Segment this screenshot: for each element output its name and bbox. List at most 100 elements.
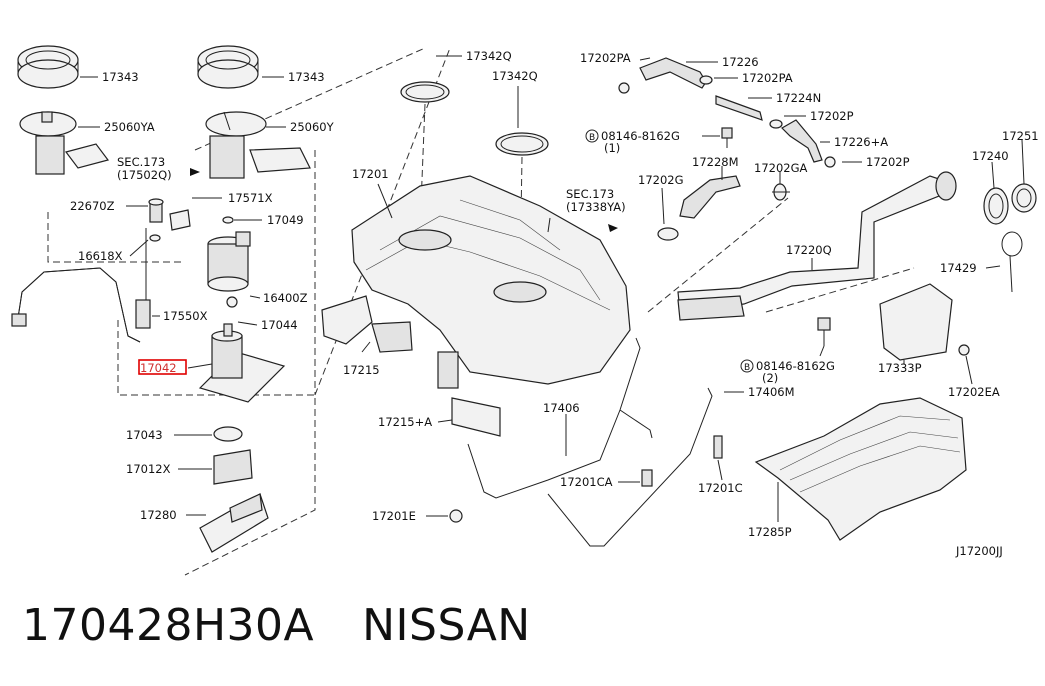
filler-cap-17251 xyxy=(1011,183,1037,213)
hose-17228m xyxy=(679,175,741,219)
label-17342q-b: 17342Q xyxy=(492,69,538,83)
lock-ring-17343-right xyxy=(197,45,259,89)
label-17202pa: 17202PA xyxy=(580,51,631,65)
label-17049: 17049 xyxy=(267,213,304,227)
label-sec173-a-ref: (17502Q) xyxy=(117,168,172,182)
label-17201c: 17201C xyxy=(698,481,743,495)
tube-17224n xyxy=(715,95,763,121)
clip-17202ea xyxy=(958,344,970,356)
clamp-17202pa xyxy=(699,75,713,85)
protector-17215 xyxy=(321,295,413,353)
label-17220q: 17220Q xyxy=(786,243,832,257)
label-sec173-b-ref: (17338YA) xyxy=(566,200,626,214)
label-17202ga: 17202GA xyxy=(754,161,807,175)
bolt-17201ca xyxy=(641,469,653,487)
part-caption: 170428H30A NISSAN xyxy=(22,600,531,651)
label-17224n: 17224N xyxy=(776,91,821,105)
bolt-08146-b xyxy=(817,317,831,346)
label-17226: 17226 xyxy=(722,55,759,69)
label-17202p-2: 17202P xyxy=(866,155,910,169)
label-17012x: 17012X xyxy=(126,462,171,476)
label-17228m: 17228M xyxy=(692,155,739,169)
fuel-tank-17201 xyxy=(351,175,631,385)
bolt-symbol-icon xyxy=(740,359,754,373)
arrow-icon xyxy=(608,224,618,232)
label-17240: 17240 xyxy=(972,149,1009,163)
label-08146-b: 08146-8162G xyxy=(756,359,835,373)
label-22670z: 22670Z xyxy=(70,199,115,213)
label-17343-left: 17343 xyxy=(102,70,139,84)
clamp-17202p xyxy=(769,119,783,129)
protector-17333p xyxy=(879,283,953,361)
label-17201: 17201 xyxy=(352,167,389,181)
vent-tube-17226 xyxy=(618,57,707,94)
label-17043: 17043 xyxy=(126,428,163,442)
label-17285p: 17285P xyxy=(748,525,792,539)
clamp-17202g xyxy=(657,227,679,241)
label-17202ea: 17202EA xyxy=(948,385,1000,399)
label-17202p: 17202P xyxy=(810,109,854,123)
label-17201e: 17201E xyxy=(372,509,416,523)
clamp-17202p-2 xyxy=(824,156,836,168)
label-17201ca: 17201CA xyxy=(560,475,613,489)
label-sec173-b: SEC.173 xyxy=(566,187,614,201)
bolt-symbol-letter: B xyxy=(589,133,595,143)
label-17406m: 17406M xyxy=(748,385,795,399)
label-17571x: 17571X xyxy=(228,191,273,205)
label-17333p: 17333P xyxy=(878,361,922,375)
part-number: 170428H30A xyxy=(22,600,315,651)
filler-tube-17220q xyxy=(677,171,957,321)
label-17406: 17406 xyxy=(543,401,580,415)
label-08146-a: 08146-8162G xyxy=(601,129,680,143)
highlight-box-17042 xyxy=(138,359,187,375)
bracket-17215a xyxy=(437,351,501,437)
bolt-08146-a xyxy=(721,127,733,148)
label-17202pa-2: 17202PA xyxy=(742,71,793,85)
label-17342q-a: 17342Q xyxy=(466,49,512,63)
label-17044: 17044 xyxy=(261,318,298,332)
label-16400z: 16400Z xyxy=(263,291,308,305)
label-08146-b-qty: (2) xyxy=(762,371,778,385)
label-17251: 17251 xyxy=(1002,129,1039,143)
ring-17240 xyxy=(983,187,1009,225)
fuel-pump-17042 xyxy=(198,323,286,403)
sender-unit-25060y xyxy=(205,111,311,179)
fuel-pressure-regulator xyxy=(207,216,251,308)
bolt-symbol-letter: B xyxy=(744,363,750,373)
label-17550x: 17550X xyxy=(163,309,208,323)
pump-module-frame xyxy=(47,47,451,576)
nut-17201e xyxy=(449,509,463,523)
pump-parts-lower xyxy=(199,426,269,553)
label-17215: 17215 xyxy=(343,363,380,377)
label-08146-a-qty: (1) xyxy=(604,141,620,155)
label-17215a: 17215+A xyxy=(378,415,432,429)
tank-band-17406m xyxy=(547,387,713,547)
bolt-symbol-icon xyxy=(585,129,599,143)
label-16618x: 16618X xyxy=(78,249,123,263)
arrow-icon xyxy=(190,168,200,176)
tether-17429 xyxy=(1001,231,1023,293)
label-17202g: 17202G xyxy=(638,173,684,187)
bolt-17201c xyxy=(713,435,723,459)
diagram-id: J17200JJ xyxy=(955,544,1003,558)
label-17280: 17280 xyxy=(140,508,177,522)
label-sec173-a: SEC.173 xyxy=(117,155,165,169)
clamp-17202ga xyxy=(772,183,790,201)
heat-insulator-17285p xyxy=(754,397,967,541)
label-17042: 17042 xyxy=(140,361,177,375)
label-17226a: 17226+A xyxy=(834,135,888,149)
label-17343-right: 17343 xyxy=(288,70,325,84)
tank-band-17406 xyxy=(467,337,653,499)
hose-17226a xyxy=(781,119,823,163)
sender-unit-25060ya xyxy=(19,111,110,175)
fuel-tube-17550x xyxy=(11,267,151,343)
parts-diagram: 17343 17343 25060YA 25060Y SEC.173 (1750… xyxy=(11,45,1039,576)
label-17429: 17429 xyxy=(940,261,977,275)
gasket-17342q-a xyxy=(400,81,450,103)
brand-name: NISSAN xyxy=(362,600,531,651)
label-25060ya: 25060YA xyxy=(104,120,155,134)
lock-ring-17343-left xyxy=(17,45,79,89)
fuel-filter-parts xyxy=(145,198,191,302)
gasket-17342q-b xyxy=(495,132,549,156)
label-25060y: 25060Y xyxy=(290,120,335,134)
